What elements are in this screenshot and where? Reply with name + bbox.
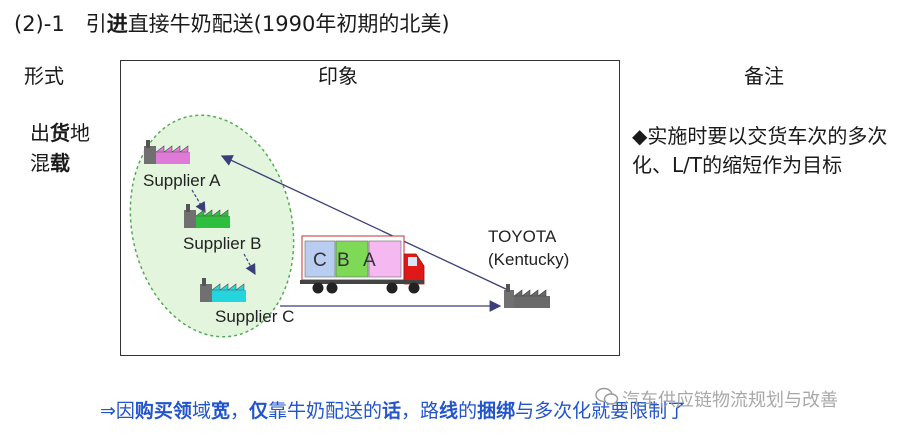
conclusion-part: 靠牛奶配送的 <box>268 400 383 422</box>
form-label-part: 货 <box>50 121 70 145</box>
toyota-label-line2: (Kentucky) <box>488 250 569 269</box>
form-label-line2: 混载 <box>30 148 120 178</box>
form-label-part: 地 <box>70 121 90 145</box>
toyota-label-line1: TOYOTA <box>488 227 557 246</box>
factory-icon-toyota <box>504 284 550 308</box>
conclusion-part: 与多次化就要限制了 <box>515 400 687 422</box>
supplier-label-a: Supplier A <box>143 171 221 190</box>
form-label-part: 出 <box>30 121 50 145</box>
wechat-icon <box>595 387 619 405</box>
title-prefix: (2)-1 引 <box>14 12 107 36</box>
truck-wheel <box>326 282 338 294</box>
factory-icon-supplier-c <box>200 278 246 302</box>
watermark-text: 汽车供应链物流规划与改善 <box>622 390 838 411</box>
title-bold: 进 <box>106 12 128 36</box>
route-arrow-toyota-to-a <box>220 155 509 291</box>
conclusion-part: ， <box>229 400 249 422</box>
truck-icon: C B A <box>300 235 425 294</box>
cargo-box-c <box>304 240 336 278</box>
conclusion-text: ⇒因购买领域宽，仅靠牛奶配送的话，路线的捆绑与多次化就要限制了 <box>100 396 686 423</box>
form-label-part: 载 <box>50 151 70 175</box>
conclusion-part: 域 <box>191 400 211 422</box>
form-label-part: 混 <box>30 151 50 175</box>
form-label-line1: 出货地 <box>30 118 120 148</box>
cargo-box-a <box>368 240 402 278</box>
page-title: (2)-1 引进直接牛奶配送(1990年初期的北美) <box>14 8 450 38</box>
cargo-label-b: B <box>337 250 350 271</box>
conclusion-part: 的 <box>458 400 478 422</box>
factory-icon-supplier-b <box>184 204 230 228</box>
cargo-label-c: C <box>313 250 327 271</box>
truck-wheel <box>408 282 420 294</box>
title-rest: 直接牛奶配送(1990年初期的北美) <box>127 12 450 36</box>
factory-icon-supplier-a <box>144 140 190 164</box>
conclusion-part: ，路 <box>401 400 440 422</box>
supplier-label-b: Supplier B <box>183 234 261 253</box>
cargo-label-a: A <box>363 250 376 271</box>
conclusion-part: 线 <box>439 400 459 422</box>
conclusion-part: 仅 <box>248 400 268 422</box>
notes-text: ◆实施时要以交货车次的多次化、L/T的缩短作为目标 <box>632 124 888 177</box>
image-frame <box>120 60 620 356</box>
truck-wheel <box>386 282 398 294</box>
truck-wheel <box>312 282 324 294</box>
cargo-box-b <box>335 240 369 278</box>
conclusion-part: 话 <box>382 400 402 422</box>
conclusion-part: 宽 <box>210 400 230 422</box>
supplier-label-c: Supplier C <box>215 307 294 326</box>
conclusion-part: 购买领 <box>134 400 192 422</box>
route-arrow-b-to-c <box>243 253 256 276</box>
route-arrow-a-to-b <box>191 189 206 214</box>
column-header-notes: 备注 <box>744 64 784 88</box>
column-header-form: 形式 <box>24 64 64 88</box>
conclusion-part: ⇒因 <box>100 400 135 422</box>
conclusion-part: 捆绑 <box>477 400 516 422</box>
form-label: 出货地 混载 <box>30 118 120 178</box>
column-header-image: 印象 <box>318 64 358 88</box>
